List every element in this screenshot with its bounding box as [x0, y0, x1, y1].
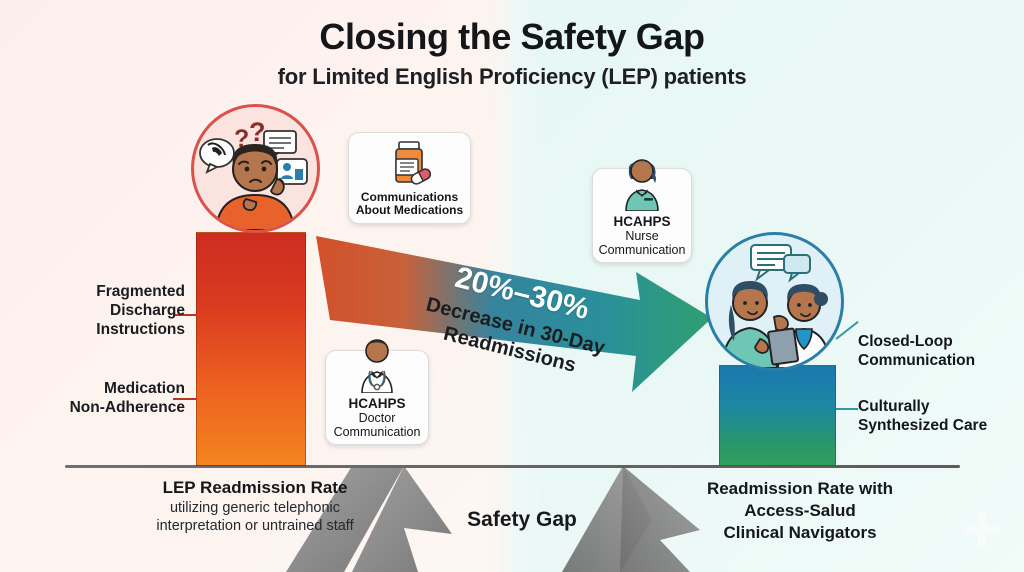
bar-access-salud-readmission-rate [719, 365, 836, 466]
medical-cross-icon [965, 513, 999, 547]
leader-line-culturally-synthesized [836, 408, 858, 410]
callout-text: Closed-Loop Communication [858, 333, 976, 369]
caption-sub-line2: interpretation or untrained staff [156, 518, 354, 535]
caption-title-line3: Clinical Navigators [723, 523, 877, 543]
doctor-icon [361, 339, 393, 393]
patient-clinician-communication-illustration [705, 232, 844, 371]
caption-subtitle: utilizing generic telephonic interpretat… [75, 500, 435, 536]
callout-text: Fragmented Discharge Instructions [96, 283, 185, 338]
card-label: Communications About Medications [355, 189, 464, 218]
callout-text: Culturally Synthesized Care [858, 398, 988, 434]
card-label: HCAHPS Doctor Communication [334, 396, 421, 440]
card-hcahps-nurse-communication: HCAHPS Nurse Communication [592, 159, 692, 263]
card-label-line2: About Medications [355, 203, 464, 218]
card-label-line2: Nurse [625, 228, 659, 243]
callout-culturally-synthesized-care: Culturally Synthesized Care [858, 398, 1018, 436]
caption-sub-line1: utilizing generic telephonic [169, 500, 341, 517]
pill-bottle-icon [394, 141, 431, 185]
caption-title-line2: Access-Salud [744, 501, 856, 521]
callout-medication-non-adherence: Medication Non-Adherence [28, 380, 185, 418]
card-label-line3: Communication [598, 242, 686, 257]
caption-right-bar: Readmission Rate with Access-Salud Clini… [640, 478, 960, 544]
card-label-line3: Communication [333, 424, 421, 439]
bar-lep-readmission-rate [196, 232, 306, 466]
leader-line-medication-nonadherence [173, 398, 197, 400]
nurse-icon [625, 159, 659, 211]
card-label-line1: Communications [360, 189, 459, 204]
caption-title: Readmission Rate with Access-Salud Clini… [640, 478, 960, 544]
leader-line-fragmented-discharge [173, 314, 197, 316]
safety-gap-label: Safety Gap [467, 508, 577, 531]
callout-fragmented-discharge-instructions: Fragmented Discharge Instructions [40, 283, 185, 340]
card-label-line1: HCAHPS [613, 213, 671, 229]
chart-baseline-axis [65, 465, 960, 468]
caption-title: LEP Readmission Rate [162, 478, 348, 497]
caption-left-bar: LEP Readmission Rate utilizing generic t… [75, 478, 435, 536]
page-subtitle: for Limited English Proficiency (LEP) pa… [277, 64, 747, 89]
card-hcahps-doctor-communication: HCAHPS Doctor Communication [325, 339, 429, 445]
callout-text: Medication Non-Adherence [69, 380, 185, 416]
card-label: HCAHPS Nurse Communication [599, 214, 686, 258]
card-communications-about-medications: Communications About Medications [348, 132, 471, 224]
card-label-line1: HCAHPS [348, 395, 406, 411]
card-label-line2: Doctor [358, 410, 396, 425]
page-title: Closing the Safety Gap [319, 16, 705, 57]
caption-title-line1: Readmission Rate with [706, 479, 894, 498]
confused-lep-patient-illustration: ? ? [191, 104, 320, 233]
callout-closed-loop-communication: Closed-Loop Communication [858, 333, 1018, 371]
svg-text:?: ? [249, 117, 266, 147]
